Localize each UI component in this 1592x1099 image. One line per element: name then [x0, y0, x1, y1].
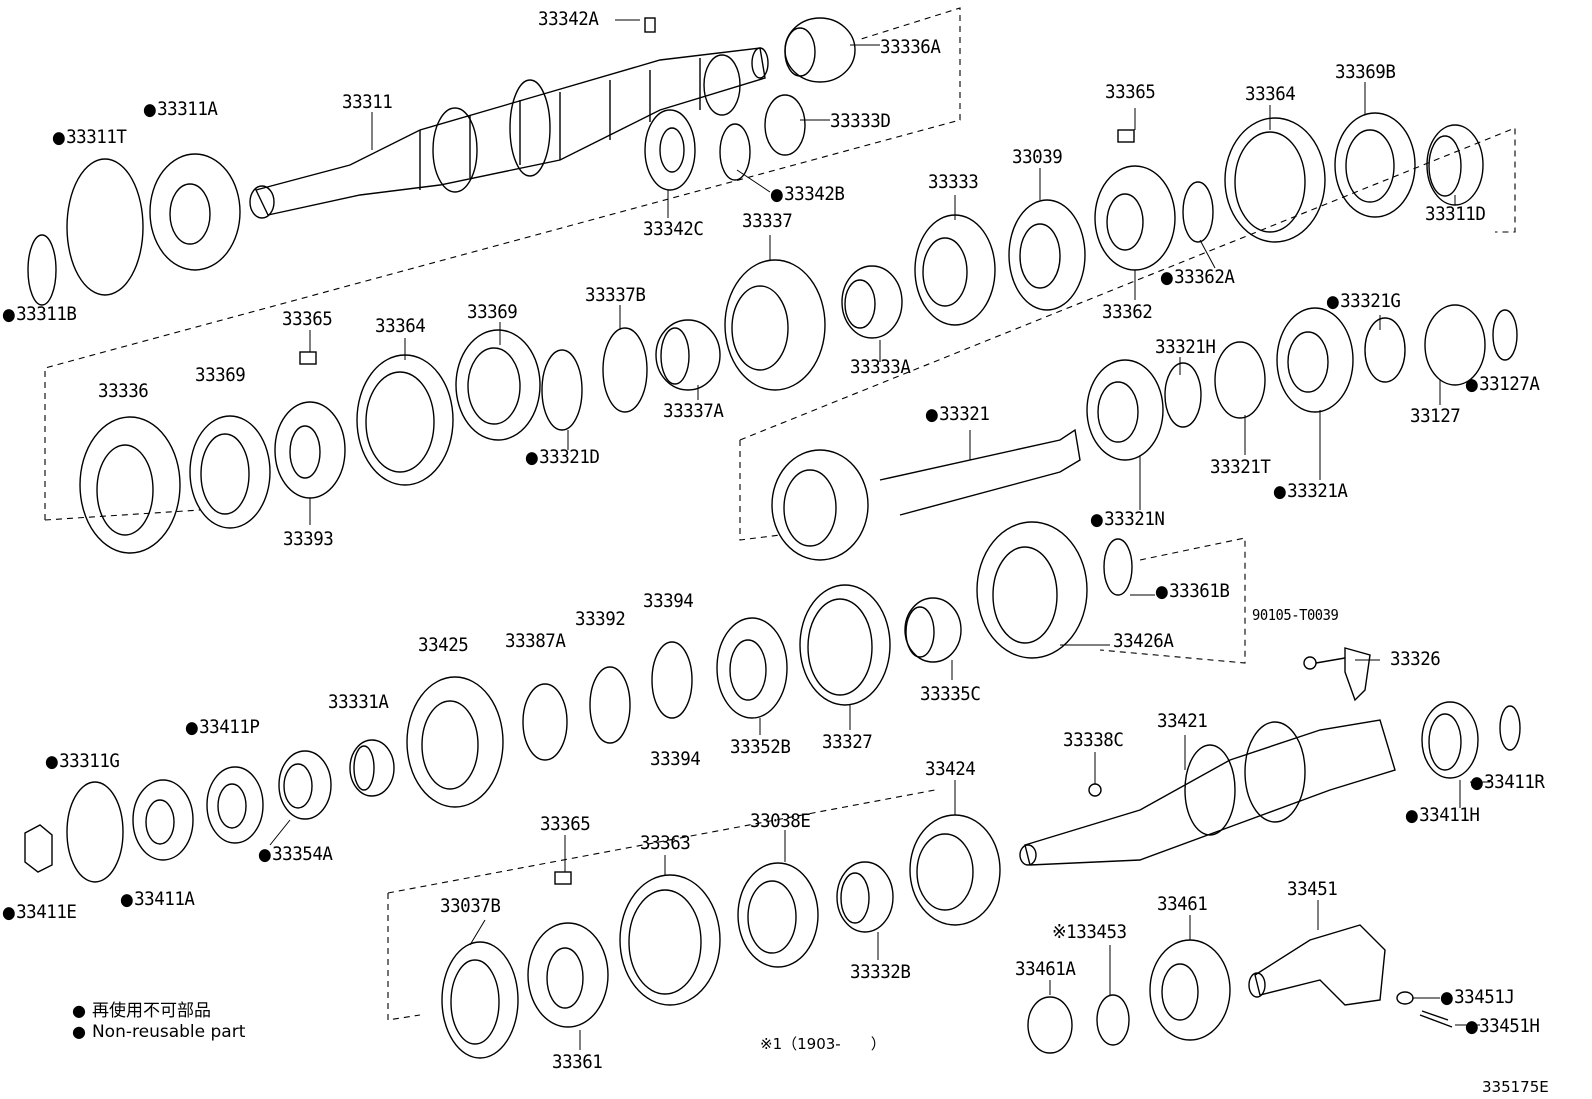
part-label[interactable]: 33311	[342, 91, 393, 113]
part-label[interactable]: 33365	[540, 813, 591, 835]
part-label[interactable]: 33321N	[1090, 510, 1165, 529]
part-label[interactable]: 33321G	[1326, 292, 1401, 311]
part-label[interactable]: 33394	[643, 590, 694, 612]
part-label[interactable]: 33333	[928, 171, 979, 193]
part-label[interactable]: 33424	[925, 758, 976, 780]
part-label[interactable]: 33127	[1410, 405, 1461, 427]
part-label[interactable]: 33337	[742, 210, 793, 232]
non-reusable-dot-icon: ●	[72, 1001, 86, 1020]
part-label[interactable]: 90105-T0039	[1252, 606, 1339, 624]
part-label[interactable]: 33451J	[1440, 988, 1515, 1007]
part-label[interactable]: 33364	[1245, 83, 1296, 105]
part-label[interactable]: 33411A	[120, 890, 195, 909]
part-label[interactable]: 33336A	[880, 36, 941, 58]
part-label[interactable]: 33369B	[1335, 61, 1396, 83]
part-label[interactable]: 33365	[1105, 81, 1156, 103]
part-label[interactable]: 33387A	[505, 630, 566, 652]
part-label[interactable]: 33337B	[585, 284, 646, 306]
part-label[interactable]: 33039	[1012, 146, 1063, 168]
part-label[interactable]: 33311D	[1425, 203, 1486, 225]
leader-lines	[269, 19, 1490, 1050]
part-label[interactable]: 33311A	[143, 100, 218, 119]
part-label[interactable]: 33335C	[920, 683, 981, 705]
part-label[interactable]: 33362	[1102, 301, 1153, 323]
part-label[interactable]: 33342A	[538, 8, 599, 30]
part-label[interactable]: 33336	[98, 380, 149, 402]
parts-outlines	[24, 17, 1521, 1059]
part-label[interactable]: 33365	[282, 308, 333, 330]
part-label[interactable]: ※133453	[1052, 921, 1127, 943]
part-label[interactable]: 33421	[1157, 710, 1208, 732]
part-label[interactable]: 33352B	[730, 736, 791, 758]
part-label[interactable]: 33037B	[440, 895, 501, 917]
part-label[interactable]: 33461A	[1015, 958, 1076, 980]
part-label[interactable]: 33342B	[770, 185, 845, 204]
part-label[interactable]: 33361B	[1155, 582, 1230, 601]
legend-jp: ● 再使用不可部品	[72, 996, 211, 1021]
part-label[interactable]: 33311T	[52, 128, 127, 147]
part-label[interactable]: 33394	[650, 748, 701, 770]
part-label[interactable]: 33337A	[663, 400, 724, 422]
part-label[interactable]: 33411H	[1405, 806, 1480, 825]
part-label[interactable]: 33369	[467, 301, 518, 323]
part-label[interactable]: 33038E	[750, 810, 811, 832]
part-label[interactable]: 33326	[1390, 648, 1441, 670]
part-label[interactable]: 33342C	[643, 218, 704, 240]
part-label[interactable]: 33362A	[1160, 268, 1235, 287]
part-label[interactable]: 33327	[822, 731, 873, 753]
part-label[interactable]: 33451	[1287, 878, 1338, 900]
part-label[interactable]: 33361	[552, 1051, 603, 1073]
part-label[interactable]: 33461	[1157, 893, 1208, 915]
part-label[interactable]: 33311G	[45, 752, 120, 771]
part-label[interactable]: 33364	[375, 315, 426, 337]
part-label[interactable]: 33333A	[850, 356, 911, 378]
part-label[interactable]: 33411E	[2, 903, 77, 922]
part-label[interactable]: 33321D	[525, 448, 600, 467]
legend-en: ● Non-reusable part	[72, 1022, 245, 1042]
part-label[interactable]: 33338C	[1063, 729, 1124, 751]
part-label[interactable]: 33411R	[1470, 773, 1545, 792]
part-label[interactable]: 33331A	[328, 691, 389, 713]
footnote: ※1（1903- ）	[760, 1035, 886, 1053]
part-label[interactable]: 33451H	[1465, 1017, 1540, 1036]
non-reusable-dot-icon: ●	[72, 1022, 86, 1041]
part-label[interactable]: 33321H	[1155, 336, 1216, 358]
part-label[interactable]: 33392	[575, 608, 626, 630]
legend-en-text: Non-reusable part	[91, 1022, 246, 1042]
figure-code: 335175E	[1482, 1078, 1549, 1096]
part-label[interactable]: 33127A	[1465, 375, 1540, 394]
part-label[interactable]: 33369	[195, 364, 246, 386]
part-label[interactable]: 33333D	[830, 110, 891, 132]
part-label[interactable]: 33321	[925, 405, 990, 424]
part-label[interactable]: 33354A	[258, 845, 333, 864]
part-label[interactable]: 33363	[640, 832, 691, 854]
part-label[interactable]: 33426A	[1113, 630, 1174, 652]
group-outline	[44, 7, 1516, 1021]
part-label[interactable]: 33321T	[1210, 456, 1271, 478]
legend-jp-text: 再使用不可部品	[91, 1001, 211, 1021]
part-label[interactable]: 33411P	[185, 718, 260, 737]
part-label[interactable]: 33425	[418, 634, 469, 656]
part-label[interactable]: 33393	[283, 528, 334, 550]
part-label[interactable]: 33311B	[2, 305, 77, 324]
main-shaft-33311	[249, 17, 769, 219]
part-label[interactable]: 33332B	[850, 961, 911, 983]
part-label[interactable]: 33321A	[1273, 482, 1348, 501]
